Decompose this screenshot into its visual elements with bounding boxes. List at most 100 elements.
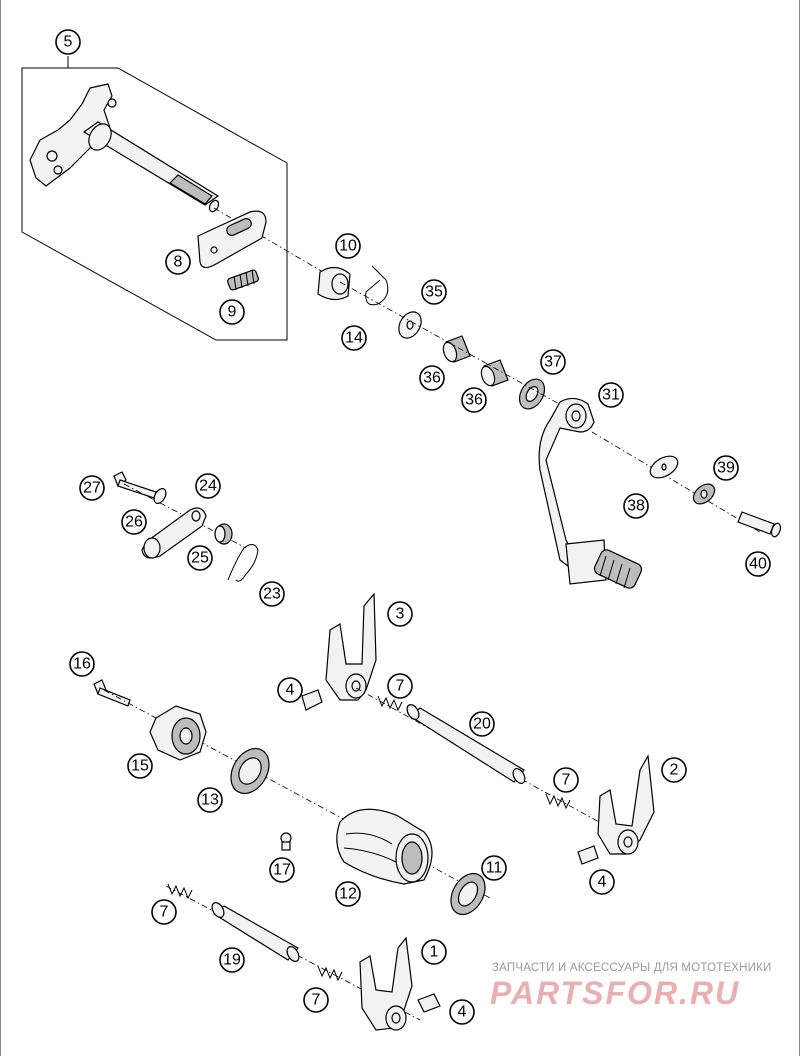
callout-10: 10 bbox=[335, 233, 361, 259]
callout-number: 4 bbox=[286, 682, 295, 699]
pin-part-4-upper bbox=[301, 689, 323, 711]
callout-15: 15 bbox=[127, 753, 153, 779]
callout-26: 26 bbox=[121, 509, 147, 535]
callout-number: 25 bbox=[191, 550, 209, 567]
callout-number: 14 bbox=[345, 330, 363, 347]
bushing-part-36-a bbox=[442, 335, 471, 363]
pin-part-4-right bbox=[577, 845, 599, 865]
callout-23: 23 bbox=[259, 581, 285, 607]
callout-4: 4 bbox=[449, 999, 475, 1025]
callout-number: 11 bbox=[486, 860, 503, 877]
lock-washer-part-39 bbox=[692, 483, 716, 505]
callout-11: 11 bbox=[481, 855, 507, 881]
pin-part-4-lower bbox=[417, 993, 441, 1013]
svg-text:PARTSFOR.RU: PARTSFOR.RU bbox=[490, 976, 740, 1011]
callout-1: 1 bbox=[421, 939, 447, 965]
callout-number: 3 bbox=[396, 606, 405, 623]
callout-37: 37 bbox=[540, 349, 566, 375]
callout-14: 14 bbox=[341, 325, 367, 351]
callout-27: 27 bbox=[79, 475, 105, 501]
washer-part-24 bbox=[153, 488, 167, 504]
callout-16: 16 bbox=[69, 651, 95, 677]
star-part-15 bbox=[149, 705, 207, 761]
callout-3: 3 bbox=[387, 601, 413, 627]
callout-number: 39 bbox=[717, 460, 735, 477]
bolt-part-16 bbox=[93, 679, 131, 707]
callout-2: 2 bbox=[661, 757, 687, 783]
shift-shaft-group-frame bbox=[21, 56, 288, 341]
callout-35: 35 bbox=[421, 279, 447, 305]
callout-40: 40 bbox=[745, 551, 771, 577]
axis-shift-shaft bbox=[213, 207, 341, 283]
callout-number: 13 bbox=[201, 792, 219, 809]
callout-number: 5 bbox=[64, 34, 73, 51]
spring-part-7-mid bbox=[545, 793, 571, 810]
callout-7: 7 bbox=[303, 987, 329, 1013]
axis-lever-bolt bbox=[591, 431, 761, 533]
watermark-tagline: ЗАПЧАСТИ И АКСЕССУАРЫ ДЛЯ МОТОТЕХНИКИ bbox=[492, 962, 772, 974]
shift-fork-part-3 bbox=[325, 592, 377, 701]
callout-number: 4 bbox=[458, 1004, 467, 1021]
callout-7: 7 bbox=[387, 673, 413, 699]
bearing-part-11 bbox=[450, 872, 486, 916]
callout-9: 9 bbox=[219, 299, 245, 325]
callout-17: 17 bbox=[269, 857, 295, 883]
callout-number: 24 bbox=[199, 478, 217, 495]
spring-part-7-lower-left bbox=[167, 883, 193, 900]
callout-number: 15 bbox=[131, 758, 149, 775]
callout-number: 17 bbox=[273, 862, 291, 879]
shift-plate-part bbox=[197, 210, 267, 269]
callout-number: 27 bbox=[83, 480, 101, 497]
watermark-brand-logo: PARTSFOR.RU bbox=[490, 975, 770, 1017]
callout-number: 7 bbox=[396, 678, 405, 695]
callout-number: 7 bbox=[160, 904, 169, 921]
callout-13: 13 bbox=[197, 787, 223, 813]
callout-36: 36 bbox=[419, 365, 445, 391]
callout-12: 12 bbox=[335, 881, 361, 907]
callout-number: 19 bbox=[223, 952, 241, 969]
callout-number: 16 bbox=[73, 656, 91, 673]
callout-number: 36 bbox=[423, 370, 441, 387]
callout-number: 9 bbox=[228, 304, 237, 321]
callout-number: 10 bbox=[339, 238, 357, 255]
fork-rod-part-19 bbox=[211, 902, 300, 962]
callout-24: 24 bbox=[195, 473, 221, 499]
callout-7: 7 bbox=[553, 767, 579, 793]
left-frame-edge bbox=[0, 0, 1, 1056]
bearing-part-13 bbox=[230, 747, 270, 795]
callout-number: 4 bbox=[598, 874, 607, 891]
seal-part-37 bbox=[518, 378, 546, 410]
callout-25: 25 bbox=[187, 545, 213, 571]
callout-number: 26 bbox=[125, 514, 143, 531]
shift-fork-part-2 bbox=[597, 754, 655, 855]
axis-shift-lever bbox=[339, 281, 571, 411]
callout-number: 7 bbox=[312, 992, 321, 1009]
callout-39: 39 bbox=[713, 455, 739, 481]
collar-part-10 bbox=[317, 266, 351, 301]
callout-number: 35 bbox=[425, 284, 443, 301]
callout-20: 20 bbox=[469, 711, 495, 737]
callout-number: 8 bbox=[174, 254, 183, 271]
callout-number: 37 bbox=[544, 354, 562, 371]
callout-4: 4 bbox=[589, 869, 615, 895]
washer-part-38 bbox=[649, 455, 679, 479]
callout-number: 7 bbox=[562, 772, 571, 789]
callout-7: 7 bbox=[151, 899, 177, 925]
spring-part-7-upper bbox=[377, 695, 403, 712]
callout-number: 36 bbox=[465, 392, 483, 409]
spring-part-23 bbox=[227, 544, 259, 582]
spring-part-9 bbox=[227, 269, 259, 291]
bushing-part-36-b bbox=[480, 359, 509, 387]
fork-rod-part-20 bbox=[406, 704, 526, 784]
washer-part-35 bbox=[398, 311, 422, 339]
callout-5: 5 bbox=[55, 29, 81, 55]
callout-number: 40 bbox=[749, 556, 767, 573]
shift-shaft-part bbox=[29, 83, 220, 213]
lever-part-26 bbox=[141, 507, 207, 559]
shift-fork-part-1 bbox=[359, 936, 413, 1031]
shift-drum-part-12 bbox=[336, 808, 433, 885]
callout-8: 8 bbox=[165, 249, 191, 275]
callout-number: 31 bbox=[602, 387, 620, 404]
